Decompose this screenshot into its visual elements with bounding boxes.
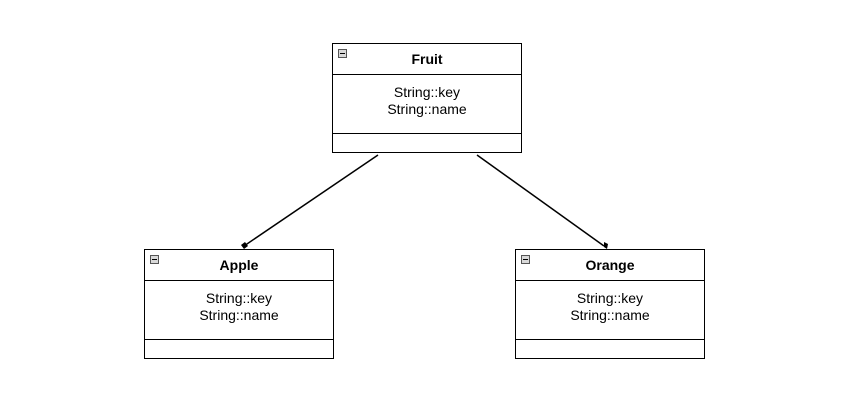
class-orange-attribute: String::name: [570, 307, 650, 323]
class-fruit-methods[interactable]: [333, 134, 521, 152]
class-fruit-header[interactable]: Fruit: [333, 44, 521, 75]
class-apple-attribute: String::name: [199, 307, 279, 323]
class-orange-title: Orange: [585, 257, 635, 273]
class-apple-attributes[interactable]: String::key String::name: [145, 281, 333, 340]
class-apple-header[interactable]: Apple: [145, 250, 333, 281]
connector-fruit-orange-endpoint: [604, 242, 608, 249]
class-fruit-title: Fruit: [411, 51, 443, 67]
class-apple-methods[interactable]: [145, 340, 333, 358]
collapse-icon[interactable]: [521, 255, 530, 264]
class-fruit-attribute: String::key: [393, 84, 461, 100]
connector-fruit-apple[interactable]: [243, 154, 379, 247]
class-orange-methods[interactable]: [516, 340, 704, 358]
class-apple[interactable]: Apple String::key String::name: [144, 249, 334, 359]
class-orange[interactable]: Orange String::key String::name: [515, 249, 705, 359]
connector-fruit-orange[interactable]: [476, 154, 605, 247]
class-orange-header[interactable]: Orange: [516, 250, 704, 281]
class-orange-attribute: String::key: [576, 290, 644, 306]
connector-fruit-apple-endpoint: [241, 242, 248, 249]
collapse-icon[interactable]: [150, 255, 159, 264]
class-apple-attribute: String::key: [205, 290, 273, 306]
collapse-icon[interactable]: [338, 49, 347, 58]
class-fruit-attributes[interactable]: String::key String::name: [333, 75, 521, 134]
class-fruit[interactable]: Fruit String::key String::name: [332, 43, 522, 153]
class-orange-attributes[interactable]: String::key String::name: [516, 281, 704, 340]
class-fruit-attribute: String::name: [387, 101, 467, 117]
class-apple-title: Apple: [219, 257, 259, 273]
